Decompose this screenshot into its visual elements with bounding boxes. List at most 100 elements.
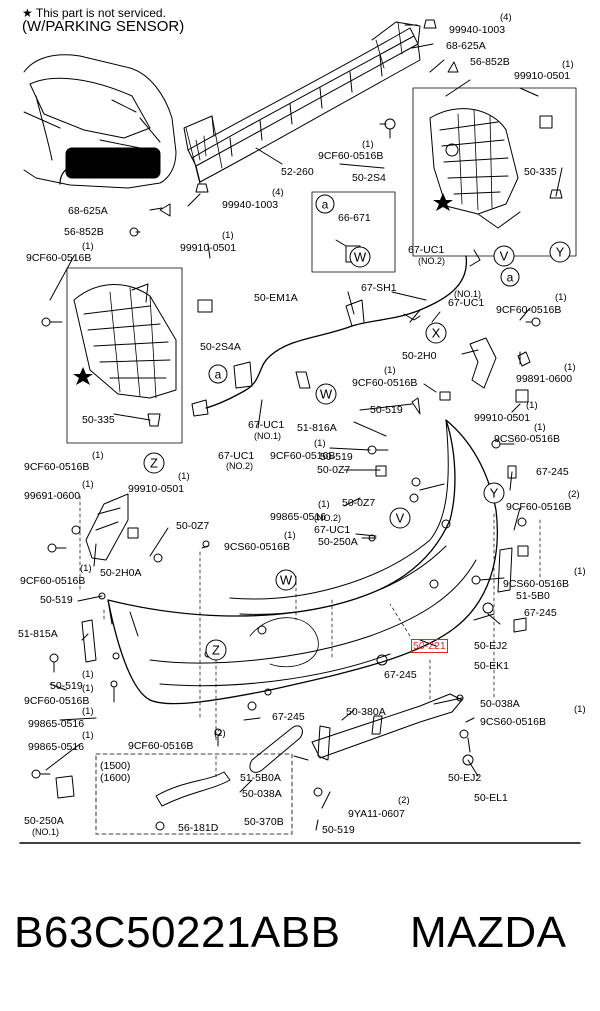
part-label: 52-260 (281, 166, 314, 178)
part-note: (NO.1) (32, 827, 59, 837)
part-label: 67-245 (536, 466, 569, 478)
part-label: 9CF60-0516B (26, 252, 92, 264)
part-label: 99865-0516 (270, 511, 327, 523)
callout-circle (143, 452, 165, 474)
part-label: 99910-0501 (128, 483, 185, 495)
callout-circle (549, 241, 571, 263)
callout-letter: W (320, 387, 333, 402)
part-quantity: (2) (398, 795, 410, 806)
part-quantity: (1) (562, 59, 574, 70)
part-quantity: (2) (568, 489, 580, 500)
part-quantity: (1) (384, 365, 396, 376)
part-note: (NO.1) (454, 289, 481, 299)
part-label: 50-2S4 (352, 172, 386, 184)
callout-circle (500, 267, 520, 287)
part-label: 99940-1003 (449, 24, 506, 36)
part-quantity: (1) (362, 139, 374, 150)
variant-title: (W/PARKING SENSOR) (22, 18, 185, 35)
part-label: 50-EJ2 (474, 640, 508, 652)
callout-circle (349, 246, 371, 268)
part-label: 9CF60-0516B (496, 304, 562, 316)
part-note: (NO.2) (418, 256, 445, 266)
part-label: 9CS60-0516B (224, 541, 290, 553)
callout-letter: V (396, 511, 405, 526)
callout-letter: W (280, 573, 293, 588)
part-label: 67-245 (524, 607, 557, 619)
star-note: ★ This part is not serviced. (22, 6, 166, 20)
part-quantity: (1) (82, 730, 94, 741)
part-label: 66-671 (338, 212, 371, 224)
part-quantity: (1) (92, 450, 104, 461)
part-label: 50-038A (480, 698, 520, 710)
part-label: 56-852B (470, 56, 510, 68)
part-number: B63C50221ABB (14, 908, 341, 957)
callout-circle (205, 639, 227, 661)
part-label: 50-335 (524, 166, 557, 178)
side-bracket-right (412, 87, 577, 257)
callout-circle (389, 507, 411, 529)
callout-circle (208, 364, 228, 384)
part-label: 99691-0600 (24, 490, 81, 502)
part-label: 99910-0501 (180, 242, 237, 254)
part-quantity: (1) (82, 706, 94, 717)
part-label: 50-519 (320, 451, 353, 463)
callout-letter: Y (490, 486, 499, 501)
part-quantity: (1) (574, 566, 586, 577)
part-label: 9CF60-0516B (24, 461, 90, 473)
part-label: 50-2H0A (100, 567, 142, 579)
callout-circle (315, 194, 335, 214)
part-label: 9CS60-0516B (503, 578, 569, 590)
part-label: 9CF60-0516B (20, 575, 86, 587)
callout-letter: a (215, 368, 222, 382)
part-label: 50-380A (346, 706, 386, 718)
part-label: 50-370B (244, 816, 284, 828)
part-quantity: (1) (564, 362, 576, 373)
part-quantity: (4) (500, 12, 512, 23)
part-label: 50-519 (322, 824, 355, 836)
reinforcement-beam (183, 21, 421, 185)
part-label: 50-335 (82, 414, 115, 426)
part-quantity: (1) (534, 422, 546, 433)
part-label: 50-2S4A (200, 341, 241, 353)
part-quantity: (1) (574, 704, 586, 715)
part-label: 67-UC1 (448, 297, 485, 309)
callout-letter: a (507, 271, 514, 285)
part-label-highlighted: 50-221 (411, 639, 448, 653)
part-label: 56-181D (178, 822, 219, 834)
part-label: 99865-0516 (28, 718, 85, 730)
part-label: 51-5B0 (516, 590, 550, 602)
part-label: (1500) (100, 760, 131, 772)
part-label: 50-EK1 (474, 660, 510, 672)
part-label: 50-0Z7 (342, 497, 376, 509)
part-label: 68-625A (446, 40, 486, 52)
part-quantity: (1) (82, 241, 94, 252)
part-quantity: (1) (318, 499, 330, 510)
callout-circle (275, 569, 297, 591)
callout-circle (493, 245, 515, 267)
part-label: 67-UC1 (314, 524, 351, 536)
part-note: (NO.2) (314, 513, 341, 523)
callout-letter: a (322, 198, 329, 212)
part-label: 99910-0501 (474, 412, 531, 424)
part-label: 99891-0600 (516, 373, 573, 385)
part-label: 9CS60-0516B (494, 433, 560, 445)
part-label: 50-2H0 (402, 350, 437, 362)
part-label: 67-UC1 (248, 419, 285, 431)
part-label: 50-519 (40, 594, 73, 606)
part-quantity: (4) (272, 187, 284, 198)
part-label: 67-UC1 (408, 244, 445, 256)
part-label: 50-038A (242, 788, 282, 800)
callout-letter: Z (150, 456, 158, 471)
part-quantity: (1) (284, 530, 296, 541)
callout-circle (425, 322, 447, 344)
part-label: 50-250A (24, 815, 64, 827)
callout-letter: V (500, 249, 509, 264)
part-label: 50-EM1A (254, 292, 298, 304)
part-quantity: (1) (178, 471, 190, 482)
part-quantity: (1) (82, 683, 94, 694)
part-label: 50-EJ2 (448, 772, 482, 784)
part-label: 51-5B0A (240, 772, 281, 784)
part-label: 9CF60-0516B (506, 501, 572, 513)
